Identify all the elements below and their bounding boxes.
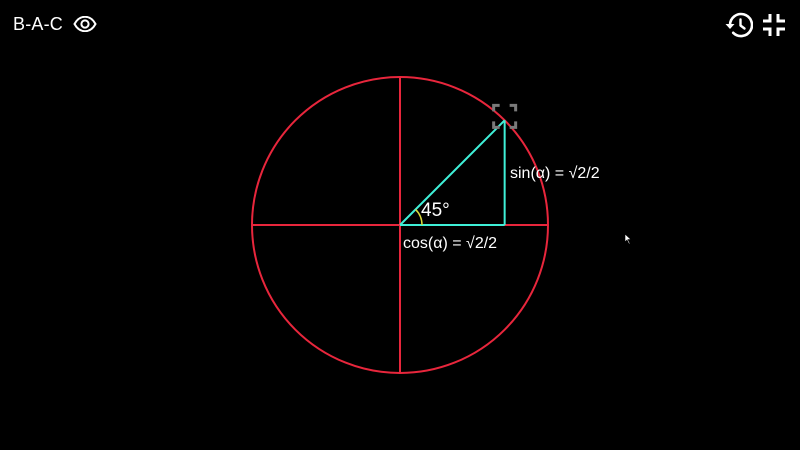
cosine-label: cos(α) = √2/2	[403, 235, 497, 252]
figure-title: B-A-C	[13, 14, 63, 34]
fullscreen-exit-icon[interactable]	[758, 9, 790, 41]
resize-handle-icon[interactable]	[492, 103, 518, 129]
toolbar-right	[722, 9, 790, 41]
angle-label: 45°	[421, 200, 450, 221]
sine-label: sin(α) = √2/2	[510, 165, 600, 182]
angle-arc	[415, 208, 423, 226]
hypotenuse-segment	[399, 119, 506, 226]
toolbar-left: B-A-C	[13, 12, 98, 36]
history-icon[interactable]	[722, 9, 754, 41]
mouse-cursor-icon	[624, 233, 632, 245]
eye-icon[interactable]	[72, 12, 98, 36]
